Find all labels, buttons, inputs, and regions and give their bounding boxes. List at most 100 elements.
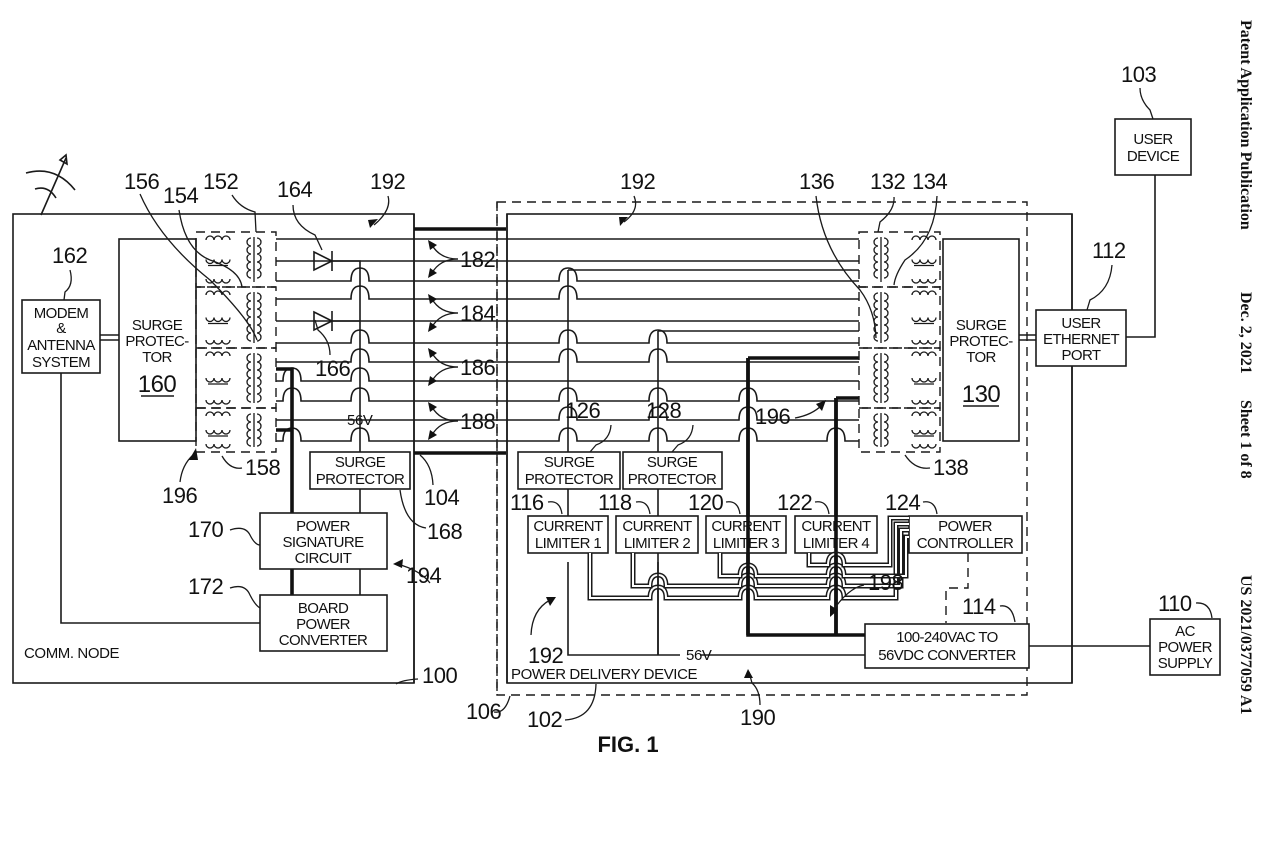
surge130-label-2: PROTEC- [949,333,1013,350]
ac-dc-converter: 100-240VAC TO 56VDC CONVERTER [864,623,1030,669]
sp128-label-2: PROTECTOR [628,471,717,488]
ref-128: 128 [646,398,681,423]
inductor-coil [205,429,231,435]
surge130-label-1: SURGE [956,317,1007,334]
transformer-module-4 [195,407,277,453]
pc-label-2: CONTROLLER [917,535,1014,552]
sp126-label-1: SURGE [544,454,595,471]
ref-100: 100 [422,663,457,688]
conductor-right-11 [507,427,859,442]
transformer-module-1 [858,231,941,288]
ref-170: 170 [188,517,223,542]
transformer-winding [246,413,252,447]
leader [814,501,830,515]
psc-label-1: POWER [296,518,350,535]
ref-196-right: 196 [755,404,790,429]
current-limiter-label-2: LIMITER 3 [713,535,780,552]
modem-label-2: & [56,320,66,337]
ref-132: 132 [870,169,905,194]
publication-number: US 2021/0377059 A1 [1237,575,1254,715]
arrowhead [428,240,437,250]
cable-pairs [276,214,859,683]
comm-node: COMM. NODE MODEM & ANTENNA SYSTEM 162 SU… [12,169,463,688]
transformer-winding [873,353,879,403]
bpc-label-1: BOARD [298,600,349,617]
leader [635,501,651,515]
transformer-module-3 [858,347,941,409]
transformer-module-4 [858,407,941,453]
ref-158: 158 [245,455,280,480]
comm-node-label: COMM. NODE [24,645,120,662]
ref-103: 103 [1121,62,1156,87]
psc-label-2: SIGNATURE [283,534,365,551]
current-limiter-box [705,515,787,554]
arrowhead [428,430,437,440]
sp128-label-1: SURGE [647,454,698,471]
inductor-coil [911,351,937,357]
current-limiter-label-2: LIMITER 1 [535,535,602,552]
pair-label-182: 182 [428,240,496,278]
transformer-winding [256,292,262,342]
diode-triangle [313,250,334,272]
conductor-right-4 [507,285,859,300]
ref-106: 106 [466,699,501,724]
modem-label-3: ANTENNA [27,337,95,354]
ac-label-3: SUPPLY [1158,655,1213,672]
transformer-winding [873,413,879,447]
modem-antenna-system: MODEM & ANTENNA SYSTEM [21,299,101,374]
ref-162: 162 [52,243,87,268]
ref-194: 194 [406,563,441,588]
power-signature-circuit: POWER SIGNATURE CIRCUIT [259,512,388,570]
pair-label-186: 186 [428,348,496,386]
ref-182: 182 [460,247,495,272]
leader [725,501,741,515]
ref-154: 154 [163,183,198,208]
ref-168: 168 [427,519,462,544]
uep-label-2: ETHERNET [1043,331,1119,348]
transformer-winding [246,292,252,342]
inductor-coil [911,443,937,449]
sp126-label-2: PROTECTOR [525,471,614,488]
pair-arrow-up [431,244,459,260]
return-bus-upper [746,358,838,516]
ref-134: 134 [912,169,947,194]
surge160-label-2: PROTEC- [125,333,189,350]
ctrl-line-3-inner [719,536,909,577]
conductor-4 [276,285,507,300]
ref-152: 152 [203,169,238,194]
transformer-winding [883,413,889,447]
conductor-right-6 [507,329,859,344]
control-bundle-198 [587,214,1073,683]
surge-protector-160: SURGE PROTEC- TOR 160 [118,238,197,442]
inductor-coil [911,429,937,435]
inductor-coil [911,339,937,345]
bpc-label-3: CONVERTER [279,632,368,649]
transformer-module-1 [195,231,277,288]
conductor-6 [276,329,507,344]
ac-label-2: POWER [1158,639,1212,656]
current-limiter-box [615,515,699,554]
user-ethernet-port: USER ETHERNET PORT [1035,309,1127,367]
ref-186: 186 [460,355,495,380]
inductor-coil [205,351,231,357]
leader [547,501,563,515]
ref-116: 116 [510,490,544,515]
arrowhead [428,268,437,278]
diode-triangle [313,310,334,332]
ref-166: 166 [315,356,350,381]
pair-arrow-up [431,406,459,422]
pc-label-1: POWER [938,518,992,535]
converter-label-2: 56VDC CONVERTER [878,647,1016,664]
pair-arrow-down [431,312,459,328]
conductor-9 [276,387,507,402]
user-device-label-1: USER [1133,131,1173,148]
ref-172: 172 [188,574,223,599]
surge130-label-3: TOR [966,349,996,366]
inductor-coil [911,235,937,241]
ref-156: 156 [124,169,159,194]
